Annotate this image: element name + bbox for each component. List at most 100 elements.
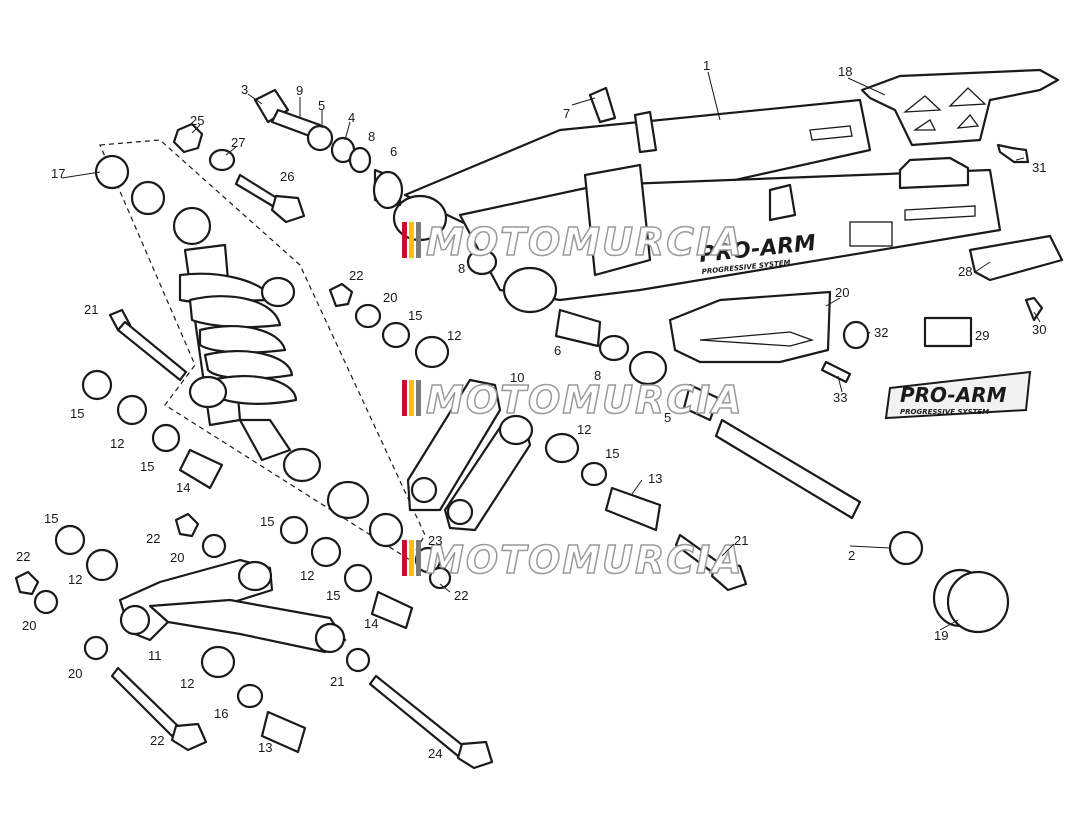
callout-25: 26 [280,169,294,184]
swing-arm [392,98,1002,314]
callout-9: 9 [296,83,303,98]
watermark-1: MOTOMURCIA [402,219,744,265]
callout-6-low: 6 [554,343,561,358]
part-26 [208,148,236,172]
callout-22-a: 22 [349,268,363,283]
part-30 [996,143,1030,164]
callout-18: 19 [934,628,948,643]
part-17 [860,68,1060,147]
callout-15-f: 15 [260,514,274,529]
callout-12-c: 12 [577,422,591,437]
callout-21-c: 22 [150,733,164,748]
decal-33-tagline: PROGRESSIVE SYSTEM [900,408,989,416]
part-31 [842,320,870,350]
part-24 [172,122,204,154]
callout-22-c: 22 [16,549,30,564]
callout-15-g: 15 [326,588,340,603]
callout-14-b: 14 [364,616,378,631]
callout-2: 2 [848,548,855,563]
callout-23: 24 [428,746,442,761]
callout-20-e: 21 [330,674,344,689]
lower-left-stacks [14,512,452,673]
pivot-bushings-lower [554,308,720,422]
callout-15-a: 15 [408,308,422,323]
watermark-2: MOTOMURCIA [402,377,744,423]
part-29 [1024,296,1044,322]
callout-26: 27 [231,135,245,150]
callout-5: 5 [318,98,325,113]
part-32 [820,360,852,384]
callout-31: 32 [874,325,888,340]
watermark-2-text: MOTOMURCIA [426,378,744,422]
shock-absorber-group [94,139,426,561]
part-25 [234,173,306,224]
callout-22-e: 23 [428,533,442,548]
callout-12-e: 12 [300,568,314,583]
callout-20-c: 20 [22,618,36,633]
callout-8-mid: 8 [458,261,465,276]
callout-20-d: 20 [68,666,82,681]
callout-1: 1 [703,58,710,73]
callout-24: 25 [190,113,204,128]
callout-15-e: 15 [44,511,58,526]
callout-28: 29 [975,328,989,343]
watermark-3-text: MOTOMURCIA [426,538,744,582]
axle-2 [714,418,924,566]
lower-bolts [110,645,494,770]
callout-20-b: 20 [170,550,184,565]
watermark-3: MOTOMURCIA [402,537,744,583]
callout-4: 4 [348,110,355,125]
callout-29: 30 [1032,322,1046,337]
callout-22-d: 22 [454,588,468,603]
callout-5-low: 5 [664,410,671,425]
leader-lines [61,71,1041,631]
callout-12-a: 12 [447,328,461,343]
link-plates-10 [406,378,534,532]
callout-30: 31 [1032,160,1046,175]
callout-8-low: 8 [594,368,601,383]
callout-32: 33 [833,390,847,405]
callout-15-h: 16 [214,706,228,721]
callout-15-c: 15 [140,459,154,474]
callout-13-a: 13 [648,471,662,486]
rocker-11 [118,558,347,654]
decal-33: PRO-ARM PROGRESSIVE SYSTEM [884,370,1032,420]
callout-13-b: 13 [258,740,272,755]
pivot-bushings-top [253,88,404,210]
right-bearing-stack [544,432,662,532]
callout-19: 20 [835,285,849,300]
callout-16: 17 [51,166,65,181]
callout-12-b: 12 [110,436,124,451]
callout-8-top: 8 [368,129,375,144]
callout-15-b: 15 [70,406,84,421]
callout-numbers: 1 2 3 4 5 6 7 8 8 8 9 10 11 12 12 12 12 … [16,58,1046,761]
mid-bearing-stack [328,282,450,369]
part-21-bolt-left [108,308,188,382]
callout-22-b: 22 [146,531,160,546]
callout-6-top: 6 [390,144,397,159]
callout-14-a: 14 [176,480,190,495]
part-7 [588,86,617,124]
callout-3: 3 [241,82,248,97]
part-27 [968,234,1064,282]
callout-7: 7 [563,106,570,121]
callout-27: 28 [958,264,972,279]
callout-10: 10 [510,370,524,385]
watermark-1-text: MOTOMURCIA [426,220,744,264]
callout-12-d: 12 [68,572,82,587]
decal-33-brand: PRO-ARM [900,383,1007,407]
callout-20-a: 20 [383,290,397,305]
callout-17: 18 [838,64,852,79]
callout-15-d: 15 [605,446,619,461]
part-19 [668,290,832,364]
callout-11: 11 [148,648,162,663]
callout-12-f: 12 [180,676,194,691]
part-28 [923,316,973,348]
callout-21-b: 21 [734,533,748,548]
part-18 [932,568,1010,634]
callout-21-a: 21 [84,302,98,317]
left-bearing-stack [81,369,224,490]
part-21-bolt-right [674,533,748,592]
